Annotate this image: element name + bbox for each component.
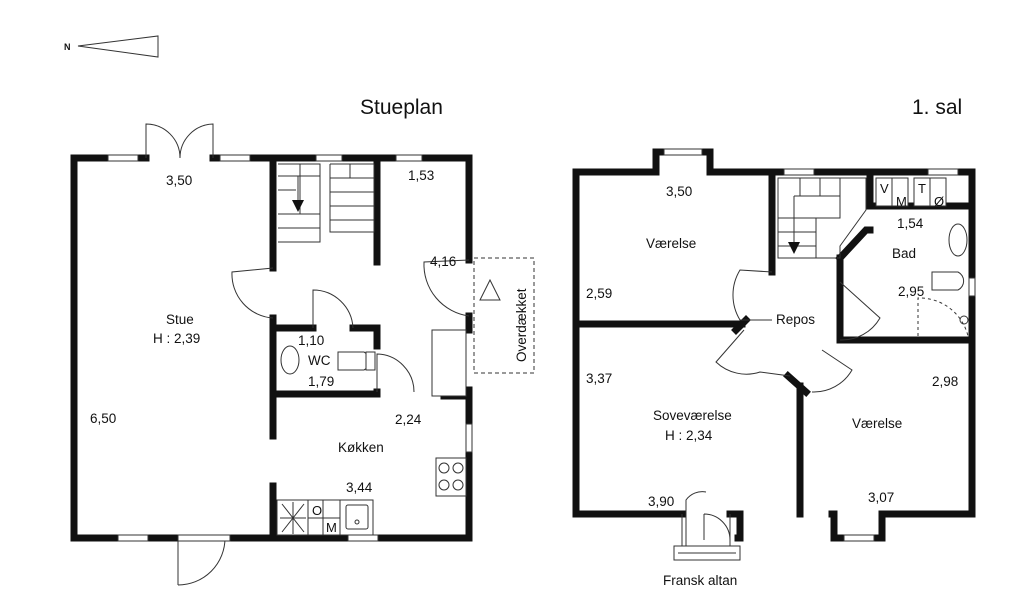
covered-area-outline	[473, 257, 535, 374]
landing-name-label: Repos	[776, 312, 815, 327]
ground-outer-wall	[70, 154, 473, 542]
first-outer-wall	[572, 148, 976, 542]
first-staircase	[777, 177, 867, 259]
stue-depth-label: 6,50	[90, 411, 116, 426]
north-arrow-icon	[77, 35, 159, 58]
stue-name-label: Stue	[166, 312, 194, 327]
bedroom-height-label: H : 2,34	[665, 428, 713, 443]
ground-staircase	[278, 163, 375, 243]
north-arrow: N	[64, 35, 159, 58]
terrace-door	[145, 123, 214, 159]
covered-area-label: Overdækket	[514, 288, 529, 362]
first-floor-plan: 3,50 Værelse 2,59 V M T Ø 1,54 Bad 2,95 …	[572, 148, 976, 588]
room-nw-name-label: Værelse	[646, 236, 696, 251]
microwave-label: M	[326, 520, 337, 535]
wc-fixtures	[280, 345, 376, 375]
room-se-depth-label: 2,98	[932, 374, 958, 389]
ground-doors	[231, 259, 470, 393]
hall-width-label: 1,53	[408, 168, 434, 183]
north-arrow-label: N	[64, 42, 71, 52]
wc-depth-label: 1,79	[308, 374, 334, 389]
ground-windows	[107, 154, 473, 542]
stair-direction-arrow-icon	[292, 200, 304, 212]
landing-doors	[715, 269, 881, 393]
ground-floor-plan: 3,50 Stue H : 2,39 6,50 1,53 4,16 1,10 W…	[70, 123, 535, 586]
kitchen-width-label: 3,44	[346, 480, 373, 495]
washer-label: V	[880, 181, 889, 196]
french-balcony	[673, 491, 741, 561]
kitchen-depth-label: 2,24	[395, 412, 422, 427]
room-nw-width-label: 3,50	[666, 184, 692, 199]
tumbler-label: T	[918, 181, 926, 196]
room-nw-depth-label: 2,59	[586, 286, 612, 301]
hall-depth-label: 4,16	[430, 254, 456, 269]
covered-area-marker-icon	[479, 278, 501, 301]
bedroom-depth-label: 3,37	[586, 371, 612, 386]
first-floor-title: 1. sal	[912, 96, 962, 119]
stue-width-label: 3,50	[166, 173, 192, 188]
oven-label: O	[312, 503, 322, 518]
other-appliance-label: Ø	[934, 194, 944, 209]
bath-depth-label: 2,95	[898, 284, 924, 299]
room-se-width-label: 3,07	[868, 490, 894, 505]
entrance-door	[177, 534, 231, 586]
kitchen-name-label: Køkken	[338, 440, 384, 455]
wc-width-label: 1,10	[298, 333, 324, 348]
bedroom-name-label: Soveværelse	[653, 408, 732, 423]
room-se-name-label: Værelse	[852, 416, 902, 431]
bath-width-label: 1,54	[897, 216, 924, 231]
bedroom-width-label: 3,90	[648, 494, 674, 509]
dryer-label: M	[896, 194, 907, 209]
french-balcony-label: Fransk altan	[663, 573, 737, 588]
bath-fixtures	[875, 177, 969, 337]
first-windows	[663, 148, 976, 542]
first-stair-direction-arrow-icon	[788, 242, 800, 254]
wc-name-label: WC	[308, 353, 331, 368]
stue-height-label: H : 2,39	[153, 331, 200, 346]
bath-name-label: Bad	[892, 246, 916, 261]
kitchen-fixtures	[276, 329, 467, 536]
ground-floor-title: Stueplan	[360, 96, 443, 119]
ground-interior-walls	[269, 154, 470, 542]
